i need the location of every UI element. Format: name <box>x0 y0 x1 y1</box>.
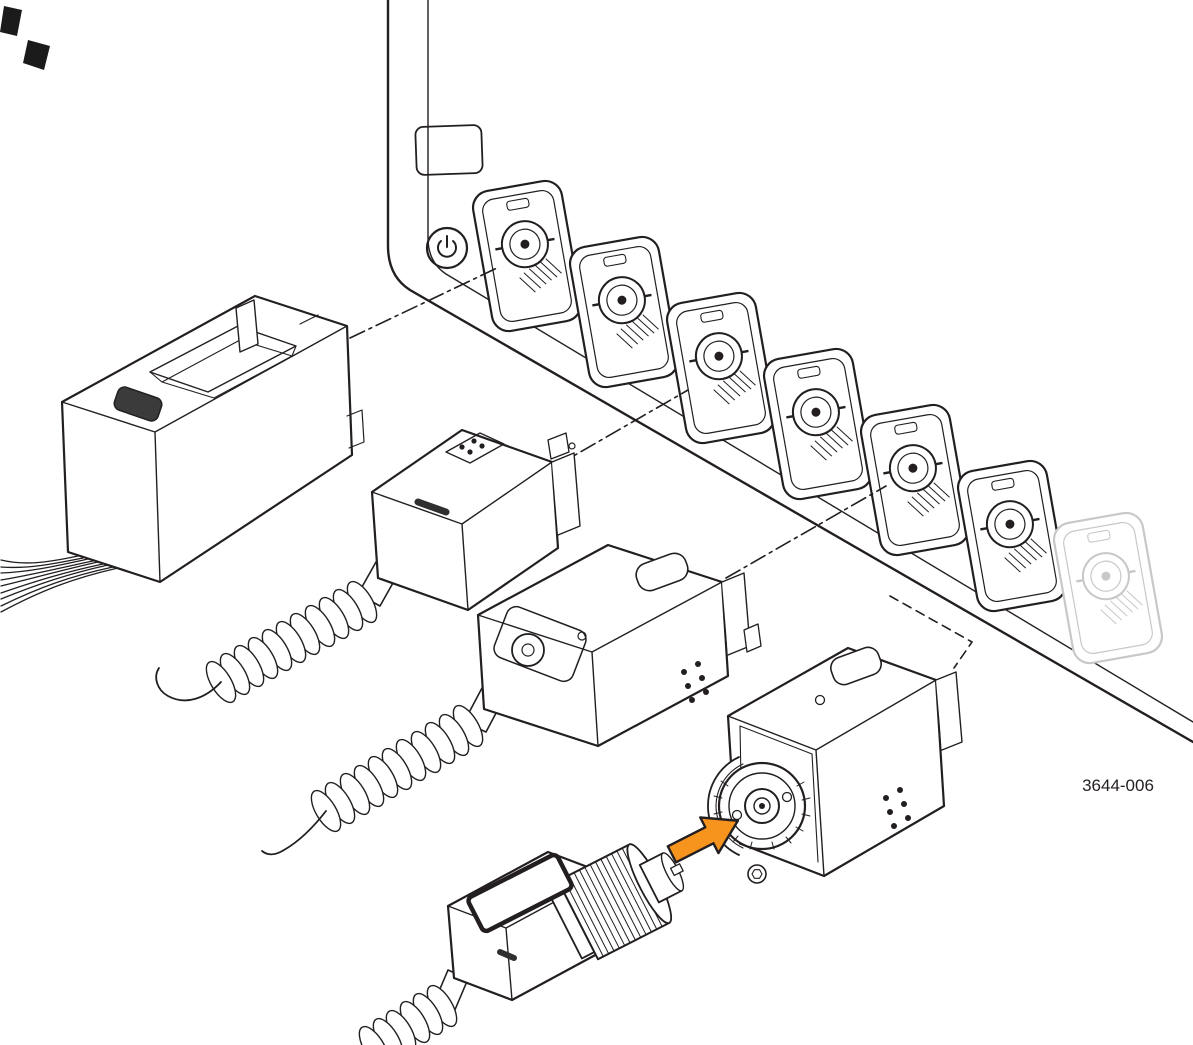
knurled-nut <box>548 843 685 961</box>
ground-screw <box>747 864 767 884</box>
ribbon-cable <box>0 555 119 613</box>
tekvpi-probe-medium <box>261 543 762 856</box>
instrument-front-panel <box>386 0 1193 744</box>
vpi-plug-nose <box>551 452 581 536</box>
tekvpi-probe-large <box>707 646 963 884</box>
probe-input-port-3 <box>663 289 779 447</box>
accessory-side-flange <box>346 409 365 449</box>
probe-body <box>370 428 560 612</box>
button-pad-dots <box>459 438 485 455</box>
accessory-window <box>113 386 163 422</box>
status-slot <box>414 498 450 516</box>
adapter-label-plate <box>466 852 574 934</box>
vpi-plug-nose <box>935 671 963 751</box>
panel-outer-edge <box>386 0 1193 744</box>
release-button <box>635 552 689 592</box>
coiled-cable <box>358 984 458 1045</box>
figure-number: 3644-006 <box>1082 776 1154 795</box>
power-button-icon <box>425 226 469 270</box>
status-slot <box>497 949 517 961</box>
probe-input-port-4 <box>760 345 876 503</box>
corner-crop-marks <box>0 6 50 70</box>
install-target-outline <box>889 595 973 669</box>
panel-inner-edge <box>427 0 1193 723</box>
vent-dots <box>883 787 911 829</box>
tekvpi-probe-small <box>155 428 581 704</box>
blank-label-plate <box>414 124 484 176</box>
release-button <box>830 646 882 686</box>
vent-dots <box>681 661 709 703</box>
vpi-latch-tab <box>743 623 762 653</box>
probe-input-port-ghost <box>1050 509 1166 667</box>
alignment-guide-line-1 <box>349 267 498 339</box>
probe-input-port-2 <box>566 233 682 391</box>
probe-input-port-1 <box>469 177 585 335</box>
coiled-cable <box>155 580 378 704</box>
probe-face-recess <box>493 605 587 683</box>
probe-input-port-5 <box>857 401 973 559</box>
alignment-guide-lines <box>349 267 887 579</box>
vpi-latch-tab <box>547 432 570 460</box>
bnc-adapter <box>358 843 685 1045</box>
alignment-guide-line-2 <box>555 389 689 467</box>
accessory-body <box>60 294 354 584</box>
center-pin <box>669 863 684 877</box>
alignment-guide-line-3 <box>725 485 887 579</box>
vpi-plug-nose <box>721 572 751 656</box>
accessory-latch-tab <box>235 299 259 353</box>
insertion-arrow-icon <box>666 816 740 864</box>
button-pad <box>445 432 505 464</box>
coiled-cable <box>261 704 484 856</box>
logic-probe-accessory <box>0 294 365 613</box>
probe-face-lens <box>511 633 545 667</box>
